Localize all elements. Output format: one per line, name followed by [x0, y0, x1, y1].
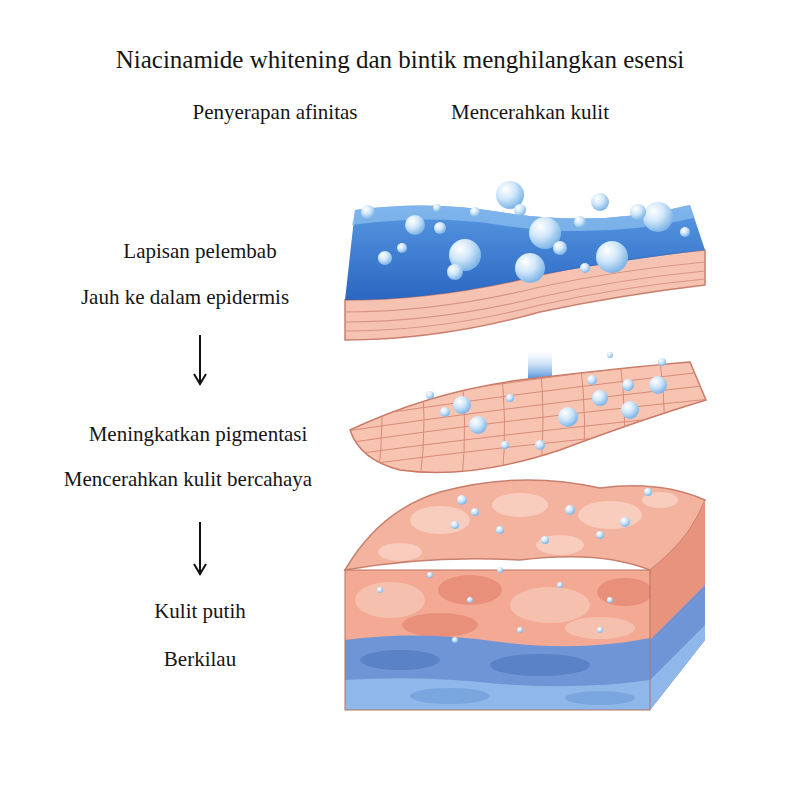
step-label: Jauh ke dalam epidermis [79, 285, 291, 310]
subtitle: Penyerapan afinitas [190, 100, 359, 125]
step-label: Meningkatkan pigmentasi [87, 422, 310, 447]
skin-block [345, 480, 705, 710]
bubbles [361, 181, 690, 283]
step-label: Kulit putih [152, 599, 248, 624]
subtitle: Mencerahkan kulit [449, 100, 611, 125]
step-label: Mencerahkan kulit bercahaya [62, 467, 314, 492]
step-label: Lapisan pelembab [121, 239, 278, 264]
bubbles [426, 352, 667, 450]
step-label: Berkilau [162, 647, 238, 672]
bubbles [377, 488, 652, 643]
flow-arrow [194, 335, 206, 574]
diagram-title: Niacinamide whitening dan bintik menghil… [114, 45, 687, 75]
middle-skin-layer [340, 356, 720, 480]
